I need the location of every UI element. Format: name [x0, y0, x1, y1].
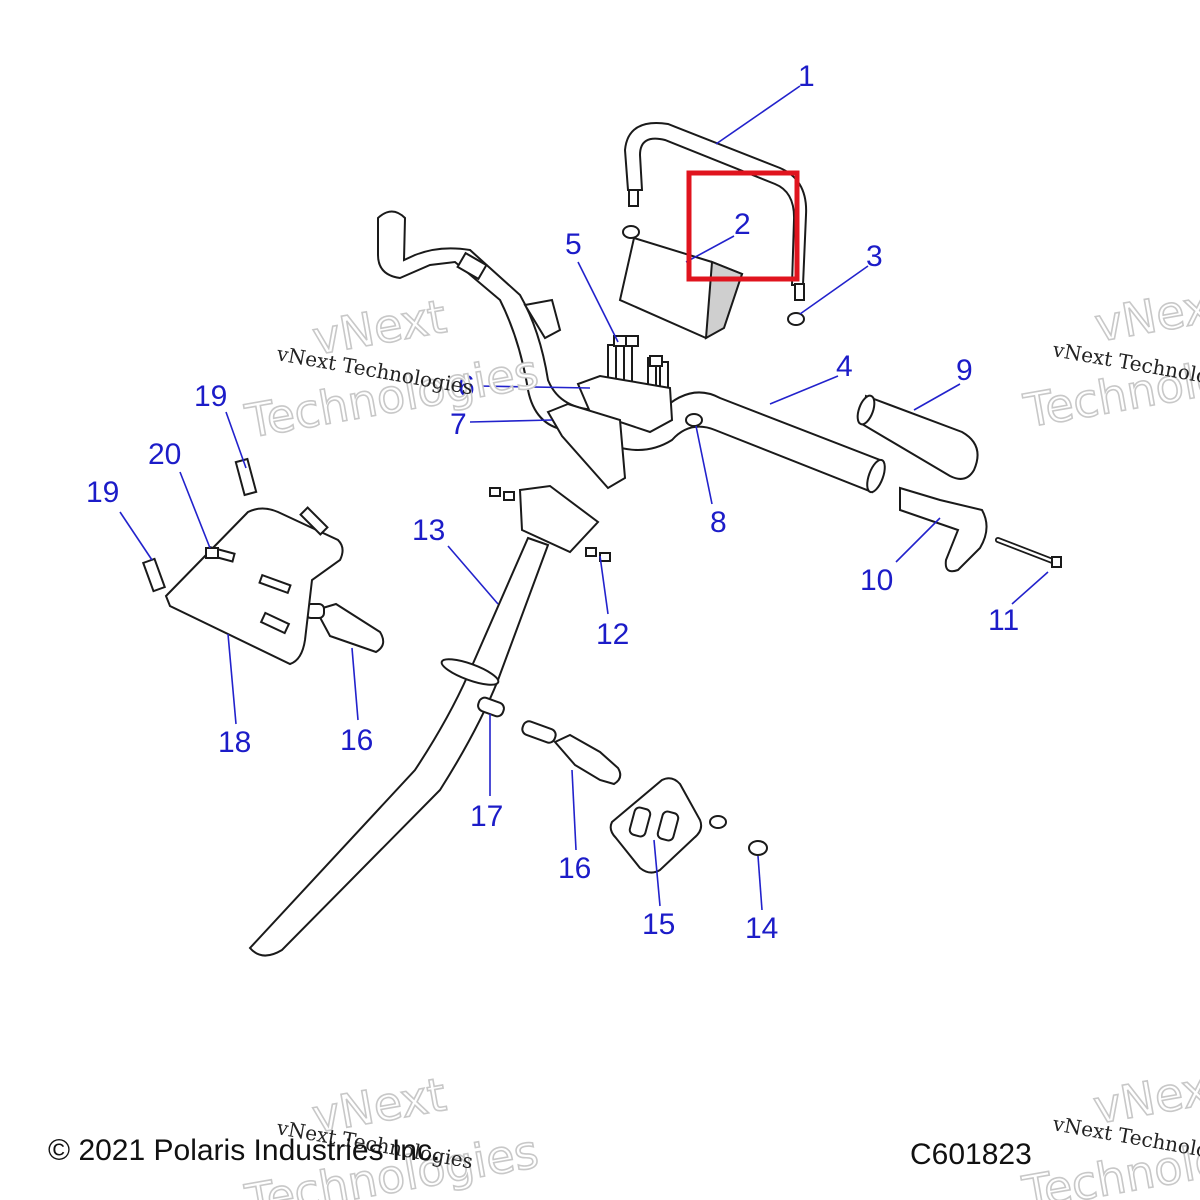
- callout-10: 10: [860, 564, 893, 597]
- part-14-nut: [748, 840, 768, 856]
- callout-5: 5: [565, 228, 582, 261]
- part-7-riser: [546, 402, 627, 490]
- part-8-nut: [685, 413, 703, 427]
- callout-19-upper: 19: [194, 380, 227, 413]
- part-13-steering-post: [248, 484, 600, 957]
- callout-16-lower: 16: [558, 852, 591, 885]
- part-2-handlebar-cover: [618, 225, 744, 340]
- callout-20: 20: [148, 438, 181, 471]
- part-17-pin: [477, 696, 505, 718]
- callout-3: 3: [866, 240, 883, 273]
- callout-19-lower: 19: [86, 476, 119, 509]
- callout-17: 17: [470, 800, 503, 833]
- callout-14: 14: [745, 912, 778, 945]
- part-15-plate: [609, 777, 727, 874]
- callout-7: 7: [450, 408, 467, 441]
- part-3-nut: [787, 312, 805, 326]
- part-16-clamp-lower: [521, 720, 622, 786]
- callout-18: 18: [218, 726, 251, 759]
- part-10-lever: [899, 486, 988, 573]
- callout-11: 11: [988, 604, 1019, 637]
- callout-2: 2: [734, 208, 751, 241]
- diagram-code: C601823: [910, 1138, 1032, 1171]
- callouts: 1 2 3 4 5 6 7 8 9 10 11 12 13 14 15 16 1…: [86, 60, 1019, 945]
- watermark-big-right-line1: vNext: [1091, 276, 1200, 353]
- callout-15: 15: [642, 908, 675, 941]
- callout-1: 1: [798, 60, 815, 93]
- part-20-bolt: [205, 547, 219, 559]
- callout-16-upper: 16: [340, 724, 373, 757]
- part-4-handlebar: [377, 210, 886, 494]
- part-11-long-bolt: [995, 537, 1062, 568]
- highlight-box-part-2: [686, 170, 800, 282]
- callout-8: 8: [710, 506, 727, 539]
- callout-12: 12: [596, 618, 629, 651]
- callout-6: 6: [458, 370, 475, 403]
- part-18-bracket: [141, 457, 344, 666]
- callout-4: 4: [836, 350, 853, 383]
- part-1-grab-handle: [623, 122, 808, 301]
- callout-9: 9: [956, 354, 973, 387]
- copyright-text: © 2021 Polaris Industries Inc.: [48, 1134, 440, 1167]
- callout-13: 13: [412, 514, 445, 547]
- part-16-clamp-upper: [305, 602, 385, 654]
- part-9-grip: [856, 394, 979, 480]
- leader-lines: [119, 85, 1049, 911]
